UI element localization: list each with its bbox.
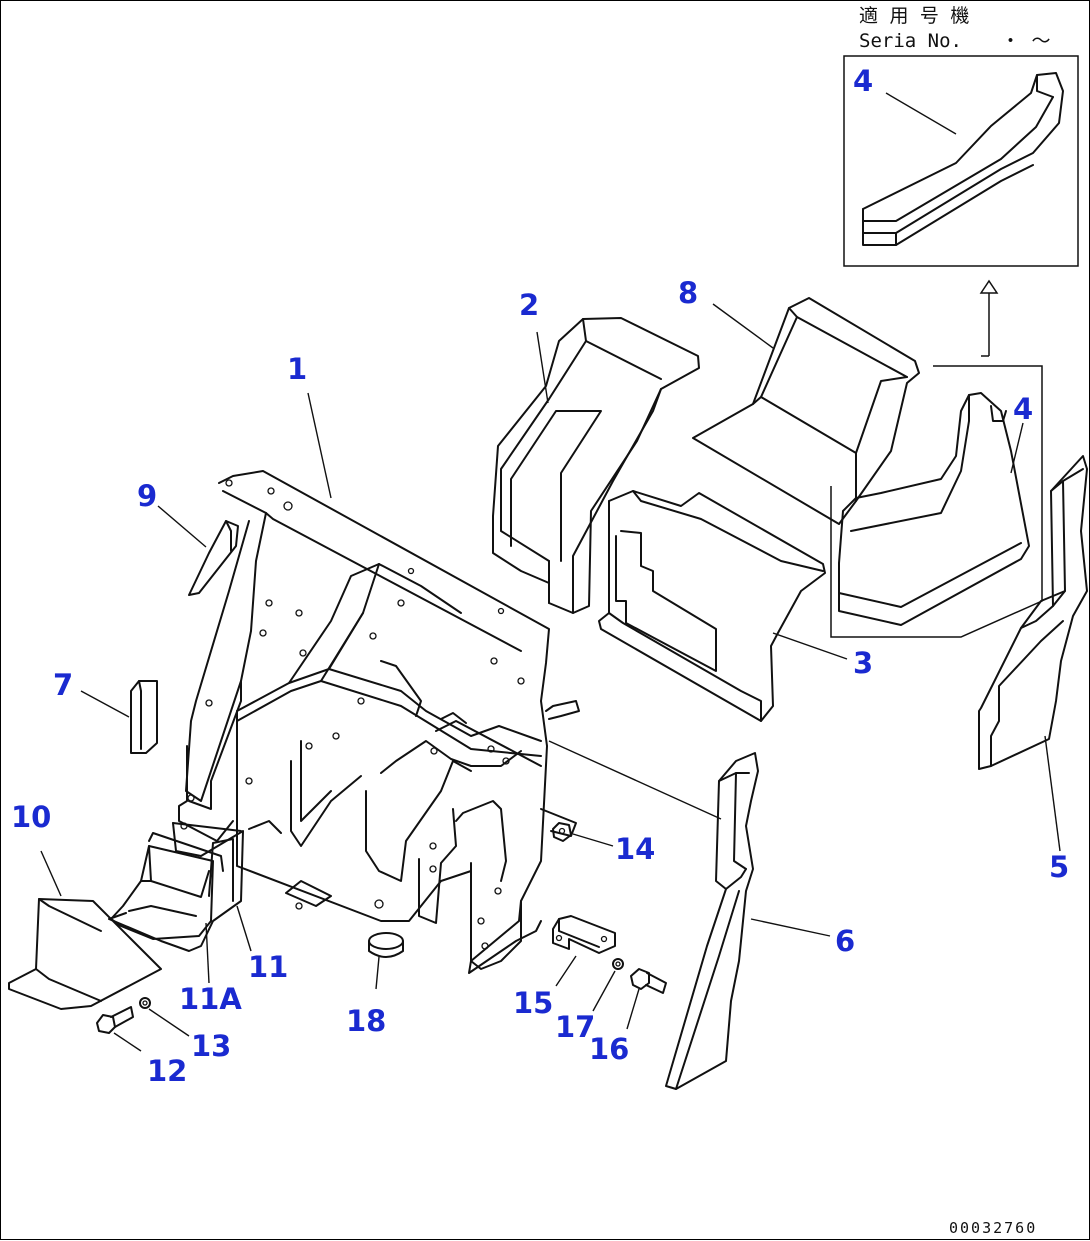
callout-6: 6 [835, 924, 855, 958]
part-4-detail-box [830, 365, 1043, 638]
part-9-small-bracket [157, 505, 239, 596]
callout-17: 17 [555, 1010, 595, 1044]
part-16-bolt [626, 968, 667, 1030]
callout-9: 9 [137, 479, 157, 513]
callout-8: 8 [678, 276, 698, 310]
part-3-rear-panel [598, 490, 848, 722]
part-11-duct [108, 822, 252, 952]
leader-frame-to-part-6 [548, 740, 722, 820]
callout-3: 3 [853, 646, 873, 680]
part-17-washer [592, 958, 624, 1012]
inset-detail-box [843, 55, 1079, 267]
inset-reference-arrow [979, 279, 999, 357]
callout-11: 11 [248, 950, 288, 984]
part-15-bracket [552, 915, 616, 987]
part-7-pad [80, 680, 158, 754]
part-8-top-panel [692, 297, 920, 525]
callout-14: 14 [615, 832, 655, 866]
callout-15: 15 [513, 986, 553, 1020]
callout-4-inset: 4 [853, 64, 873, 98]
callout-10: 10 [11, 800, 51, 834]
part-13-washer [139, 997, 190, 1037]
applicable-serial-label: 適 用 号 機 [859, 5, 969, 27]
callout-2: 2 [519, 288, 539, 322]
part-5-right-cover [978, 455, 1088, 852]
callout-1: 1 [287, 352, 307, 386]
part-18-cap [368, 932, 404, 990]
drawing-number: 00032760 [949, 1219, 1037, 1237]
part-6-front-right-cover [665, 752, 831, 1090]
part-12-bolt [96, 1006, 142, 1052]
callout-4-main: 4 [1013, 392, 1033, 426]
callout-13: 13 [191, 1029, 231, 1063]
serial-number-range: ・ 〜 [1001, 30, 1050, 52]
callout-16: 16 [589, 1032, 629, 1066]
part-14-nut [552, 822, 614, 847]
frame-holes [180, 479, 525, 950]
callout-7: 7 [53, 668, 73, 702]
callout-18: 18 [346, 1004, 386, 1038]
serial-number-label: Seria No. [859, 30, 962, 52]
callout-labels: 1 2 3 4 4 5 6 7 8 9 10 11 11A 12 13 14 1… [11, 64, 1069, 1088]
part-2-side-cover [492, 317, 700, 614]
callout-12: 12 [147, 1054, 187, 1088]
part-11a-duct-liner [110, 845, 214, 984]
part-10-floor-plate [8, 850, 162, 1010]
callout-5: 5 [1049, 850, 1069, 884]
callout-11a: 11A [179, 982, 242, 1016]
